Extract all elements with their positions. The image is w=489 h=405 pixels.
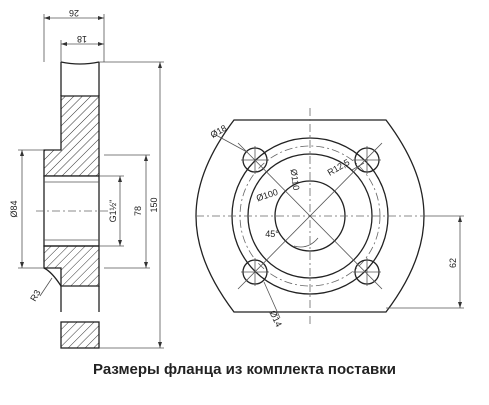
label-84: Ø84 [9,200,19,217]
upper-section-hatch [43,95,100,177]
label-110: Ø110 [289,168,302,191]
label-150: 150 [149,197,159,212]
diagonal-line-2 [237,142,383,290]
caption: Размеры фланца из комплекта поставки [93,361,396,378]
fillet-r3 [43,267,62,287]
break-line [60,61,100,65]
label-r3: R3 [28,288,42,303]
label-100: Ø100 [255,187,279,203]
leader-18 [213,133,248,153]
front-view: Ø18 Ø110 R12,5 Ø100 45° Ø14 62 [195,108,464,329]
flange-outline [195,119,425,313]
label-g: G1½" [108,200,118,223]
r3-leader [39,277,53,297]
label-62: 62 [448,258,458,268]
label-18: 18 [77,34,87,44]
label-r125: R12,5 [326,157,352,178]
leader-r125 [351,162,365,171]
label-78: 78 [133,206,143,216]
label-26: 26 [69,8,79,18]
lower-section-hatch [43,245,100,287]
label-45: 45° [265,229,279,239]
side-section-view: 26 18 Ø84 G1½" 78 150 R3 [9,8,164,349]
bottom-section-hatch [60,321,100,349]
leader-14 [263,281,281,319]
label-18-hole: Ø18 [209,123,229,140]
angle-arc-45 [293,237,319,248]
